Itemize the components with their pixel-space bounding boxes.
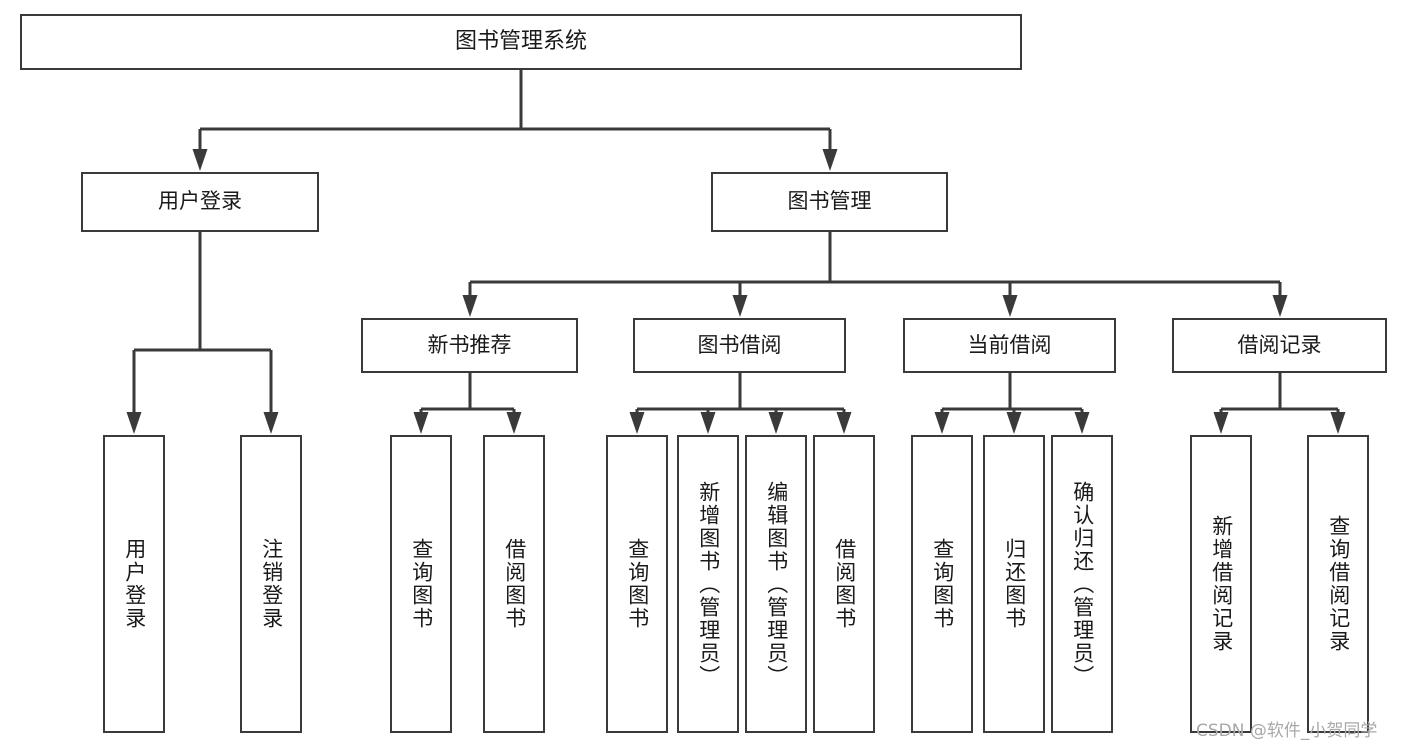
node-leaf-query-book-3[interactable]: 查询图书 (911, 435, 973, 733)
edge-arrowhead (1002, 295, 1018, 317)
edge-group-root (192, 70, 838, 171)
edge-arrowhead (822, 149, 838, 171)
node-label: 新增借阅记录 (1209, 515, 1234, 653)
edge-arrowhead (629, 412, 645, 434)
node-leaf-borrow-book-1[interactable]: 借阅图书 (483, 435, 545, 733)
node-book-borrow[interactable]: 图书借阅 (633, 318, 846, 373)
node-label: 借阅图书 (502, 538, 527, 630)
node-label: 查询借阅记录 (1326, 515, 1351, 653)
edge-arrowhead (413, 412, 429, 434)
node-book-manage[interactable]: 图书管理 (711, 172, 948, 232)
edge-group-book-manage (462, 232, 1288, 317)
node-user-login[interactable]: 用户登录 (81, 172, 319, 232)
node-label: 查询图书 (409, 538, 434, 630)
node-label: 编辑图书（管理员） (764, 480, 789, 688)
edge-group-book-borrow (629, 373, 852, 434)
node-label: 借阅记录 (1237, 332, 1322, 357)
edge-arrowhead (462, 295, 478, 317)
edge-arrowhead (836, 412, 852, 434)
edge-group-current-borrow (934, 373, 1090, 434)
node-leaf-query-book-1[interactable]: 查询图书 (390, 435, 452, 733)
edge-arrowhead (1272, 295, 1288, 317)
node-new-book-recommend[interactable]: 新书推荐 (361, 318, 578, 373)
node-borrow-record[interactable]: 借阅记录 (1172, 318, 1387, 373)
node-label: 新增图书（管理员） (696, 480, 721, 688)
node-label: 借阅图书 (832, 538, 857, 630)
node-label: 查询图书 (930, 538, 955, 630)
node-leaf-return-book[interactable]: 归还图书 (983, 435, 1045, 733)
node-leaf-edit-book[interactable]: 编辑图书（管理员） (745, 435, 807, 733)
edge-group-new-book-recommend (413, 373, 522, 434)
node-label: 归还图书 (1002, 538, 1027, 630)
node-leaf-add-record[interactable]: 新增借阅记录 (1190, 435, 1252, 733)
edge-arrowhead (732, 295, 748, 317)
edge-arrowhead (768, 412, 784, 434)
node-label: 当前借阅 (967, 332, 1052, 357)
node-leaf-confirm-return[interactable]: 确认归还（管理员） (1051, 435, 1113, 733)
edge-arrowhead (263, 412, 279, 434)
edge-arrowhead (1006, 412, 1022, 434)
node-label: 图书借阅 (697, 332, 782, 357)
edge-group-user-login (126, 232, 279, 434)
node-label: 图书管理 (787, 189, 872, 214)
node-label: 确认归还（管理员） (1070, 480, 1095, 688)
edge-arrowhead (1074, 412, 1090, 434)
edge-arrowhead (506, 412, 522, 434)
node-label: 图书管理系统 (454, 28, 587, 54)
edge-arrowhead (1213, 412, 1229, 434)
edge-arrowhead (934, 412, 950, 434)
node-label: 新书推荐 (427, 332, 512, 357)
node-leaf-query-book-2[interactable]: 查询图书 (606, 435, 668, 733)
edge-arrowhead (1330, 412, 1346, 434)
node-label: 查询图书 (625, 538, 650, 630)
node-label: 用户登录 (122, 538, 147, 630)
node-leaf-borrow-book-2[interactable]: 借阅图书 (813, 435, 875, 733)
node-current-borrow[interactable]: 当前借阅 (903, 318, 1116, 373)
edge-group-borrow-record (1213, 373, 1346, 434)
node-label: 注销登录 (259, 538, 284, 630)
node-root[interactable]: 图书管理系统 (20, 14, 1022, 70)
node-leaf-user-login[interactable]: 用户登录 (103, 435, 165, 733)
node-leaf-add-book[interactable]: 新增图书（管理员） (677, 435, 739, 733)
edge-arrowhead (700, 412, 716, 434)
edge-arrowhead (126, 412, 142, 434)
node-leaf-user-logout[interactable]: 注销登录 (240, 435, 302, 733)
edge-arrowhead (192, 149, 208, 171)
node-leaf-query-record[interactable]: 查询借阅记录 (1307, 435, 1369, 733)
node-label: 用户登录 (158, 189, 242, 214)
